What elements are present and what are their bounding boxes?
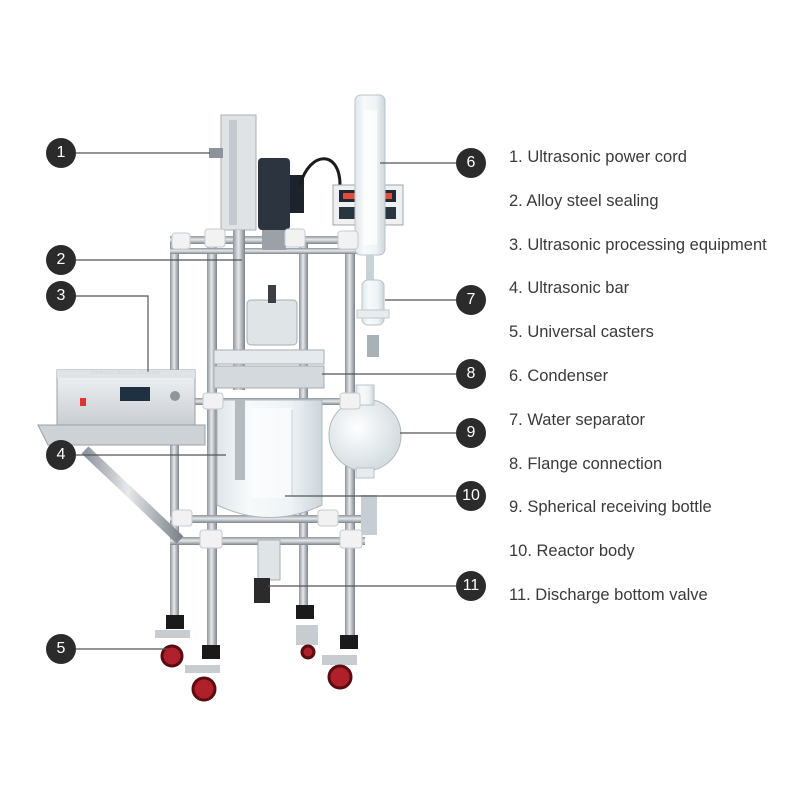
legend-item-6: 6. Condenser bbox=[509, 366, 609, 385]
legend-item-1: 1. Ultrasonic power cord bbox=[509, 148, 687, 166]
callout-badge-7: 7 bbox=[456, 285, 486, 315]
legend-item-9: 9. Spherical receiving bottle bbox=[509, 498, 712, 517]
reactor-body bbox=[216, 399, 323, 518]
reactor-lid bbox=[213, 285, 325, 389]
casters bbox=[155, 605, 358, 702]
callout-badge-11: 11 bbox=[456, 571, 486, 601]
callout-badge-8: 8 bbox=[456, 359, 486, 389]
caster-1 bbox=[155, 615, 190, 668]
motor bbox=[258, 157, 342, 250]
clamps bbox=[171, 228, 363, 549]
callout-badge-2: 2 bbox=[46, 245, 76, 275]
parts-legend: 1. Ultrasonic power cord 2. Alloy steel … bbox=[509, 146, 767, 628]
callout-badge-10: 10 bbox=[456, 481, 486, 511]
callout-badge-1: 1 bbox=[46, 138, 76, 168]
leader-line-3 bbox=[76, 295, 149, 372]
callout-badge-6: 6 bbox=[456, 148, 486, 178]
generator-caption: Intelligent Ultrasonic Generator bbox=[91, 370, 161, 376]
leader-lines bbox=[76, 152, 456, 650]
callout-badge-3: 3 bbox=[46, 281, 76, 311]
water-separator bbox=[356, 279, 390, 357]
callout-badge-5: 5 bbox=[46, 634, 76, 664]
legend-item-7: 7. Water separator bbox=[509, 410, 646, 429]
callout-badge-9: 9 bbox=[456, 418, 486, 448]
caster-4 bbox=[322, 635, 358, 690]
callout-badge-4: 4 bbox=[46, 440, 76, 470]
caster-2 bbox=[185, 645, 220, 702]
legend-item-5: 5. Universal casters bbox=[509, 323, 654, 342]
legend-item-10: 10. Reactor body bbox=[509, 542, 635, 561]
condenser bbox=[354, 94, 386, 285]
legend-item-4: 4. Ultrasonic bar bbox=[509, 279, 630, 298]
legend-item-2: 2. Alloy steel sealing bbox=[509, 191, 659, 210]
legend-item-3: 3. Ultrasonic processing equipment bbox=[509, 235, 767, 254]
ultrasonic-generator bbox=[37, 369, 206, 544]
caster-3 bbox=[296, 605, 318, 660]
legend-item-8: 8. Flange connection bbox=[509, 454, 663, 473]
legend-item-11: 11. Discharge bottom valve bbox=[509, 585, 708, 604]
spherical-bottle bbox=[328, 384, 402, 535]
discharge-valve bbox=[254, 539, 281, 603]
